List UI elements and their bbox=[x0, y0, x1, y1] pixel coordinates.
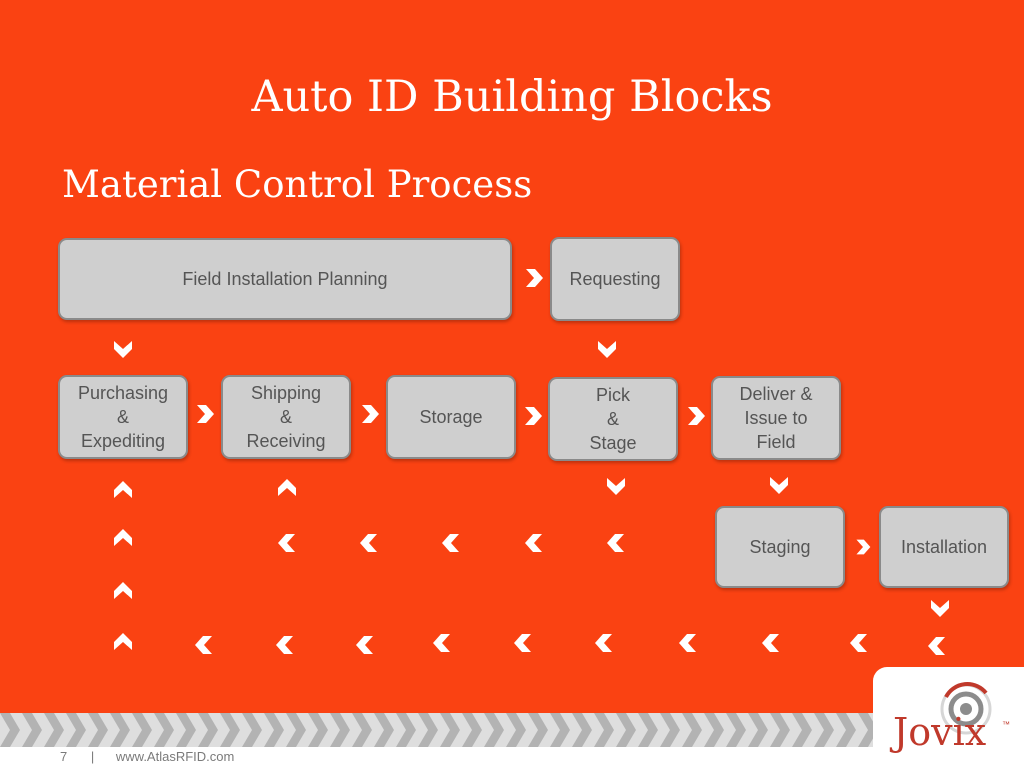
node-deliver-issue: Deliver & Issue to Field bbox=[711, 376, 841, 460]
arrow-up-icon bbox=[278, 479, 296, 496]
arrow-left-icon bbox=[762, 634, 779, 652]
arrow-right-icon bbox=[362, 405, 379, 423]
footer-separator: | bbox=[90, 749, 95, 764]
logo-text: Jovix bbox=[889, 710, 986, 754]
footer-url[interactable]: www.AtlasRFID.com bbox=[115, 749, 235, 764]
arrow-left-icon bbox=[525, 534, 542, 552]
arrow-up-icon bbox=[114, 481, 132, 498]
arrow-down-icon bbox=[770, 477, 788, 494]
arrow-down-icon bbox=[931, 600, 949, 617]
slide-background bbox=[0, 0, 1024, 713]
arrow-left-icon bbox=[442, 534, 459, 552]
arrow-right-icon bbox=[526, 269, 543, 287]
footer-text: 7 | www.AtlasRFID.com bbox=[60, 749, 240, 764]
logo-rings-icon bbox=[940, 682, 992, 735]
arrow-down-icon bbox=[598, 341, 616, 358]
node-installation: Installation bbox=[879, 506, 1009, 588]
page-number: 7 bbox=[60, 749, 68, 764]
arrow-left-icon bbox=[433, 634, 450, 652]
logo-trademark: ™ bbox=[1002, 720, 1010, 729]
slide-title: Auto ID Building Blocks bbox=[251, 72, 773, 122]
arrow-left-icon bbox=[928, 637, 945, 655]
arrow-right-icon bbox=[856, 539, 871, 555]
arrow-left-icon bbox=[276, 636, 293, 654]
node-storage: Storage bbox=[386, 375, 516, 459]
logo-container: Jovix ™ bbox=[873, 667, 1024, 768]
jovix-logo: Jovix ™ bbox=[889, 682, 1010, 754]
stripe-pattern bbox=[0, 713, 1024, 747]
arrow-left-icon bbox=[679, 634, 696, 652]
arrow-left-icon bbox=[278, 534, 295, 552]
arrow-up-icon bbox=[114, 633, 132, 650]
node-purchasing-expediting: Purchasing & Expediting bbox=[58, 375, 188, 459]
arrow-up-icon bbox=[114, 529, 132, 546]
decorative-stripe-band bbox=[0, 713, 1024, 747]
arrow-left-icon bbox=[356, 636, 373, 654]
arrow-up-icon bbox=[114, 582, 132, 599]
arrow-left-icon bbox=[607, 534, 624, 552]
node-pick-stage: Pick & Stage bbox=[548, 377, 678, 461]
arrow-down-icon bbox=[114, 341, 132, 358]
arrow-right-icon bbox=[525, 407, 542, 425]
node-staging: Staging bbox=[715, 506, 845, 588]
arrow-right-icon bbox=[197, 405, 214, 423]
arrow-right-icon bbox=[688, 407, 705, 425]
arrow-left-icon bbox=[514, 634, 531, 652]
slide-subtitle: Material Control Process bbox=[62, 163, 533, 206]
arrow-down-icon bbox=[607, 478, 625, 495]
node-field-installation-planning: Field Installation Planning bbox=[58, 238, 512, 320]
node-shipping-receiving: Shipping & Receiving bbox=[221, 375, 351, 459]
node-requesting: Requesting bbox=[550, 237, 680, 321]
arrow-left-icon bbox=[360, 534, 377, 552]
arrow-left-icon bbox=[595, 634, 612, 652]
arrow-left-icon bbox=[195, 636, 212, 654]
slide-footer bbox=[0, 747, 1024, 768]
arrow-left-icon bbox=[850, 634, 867, 652]
